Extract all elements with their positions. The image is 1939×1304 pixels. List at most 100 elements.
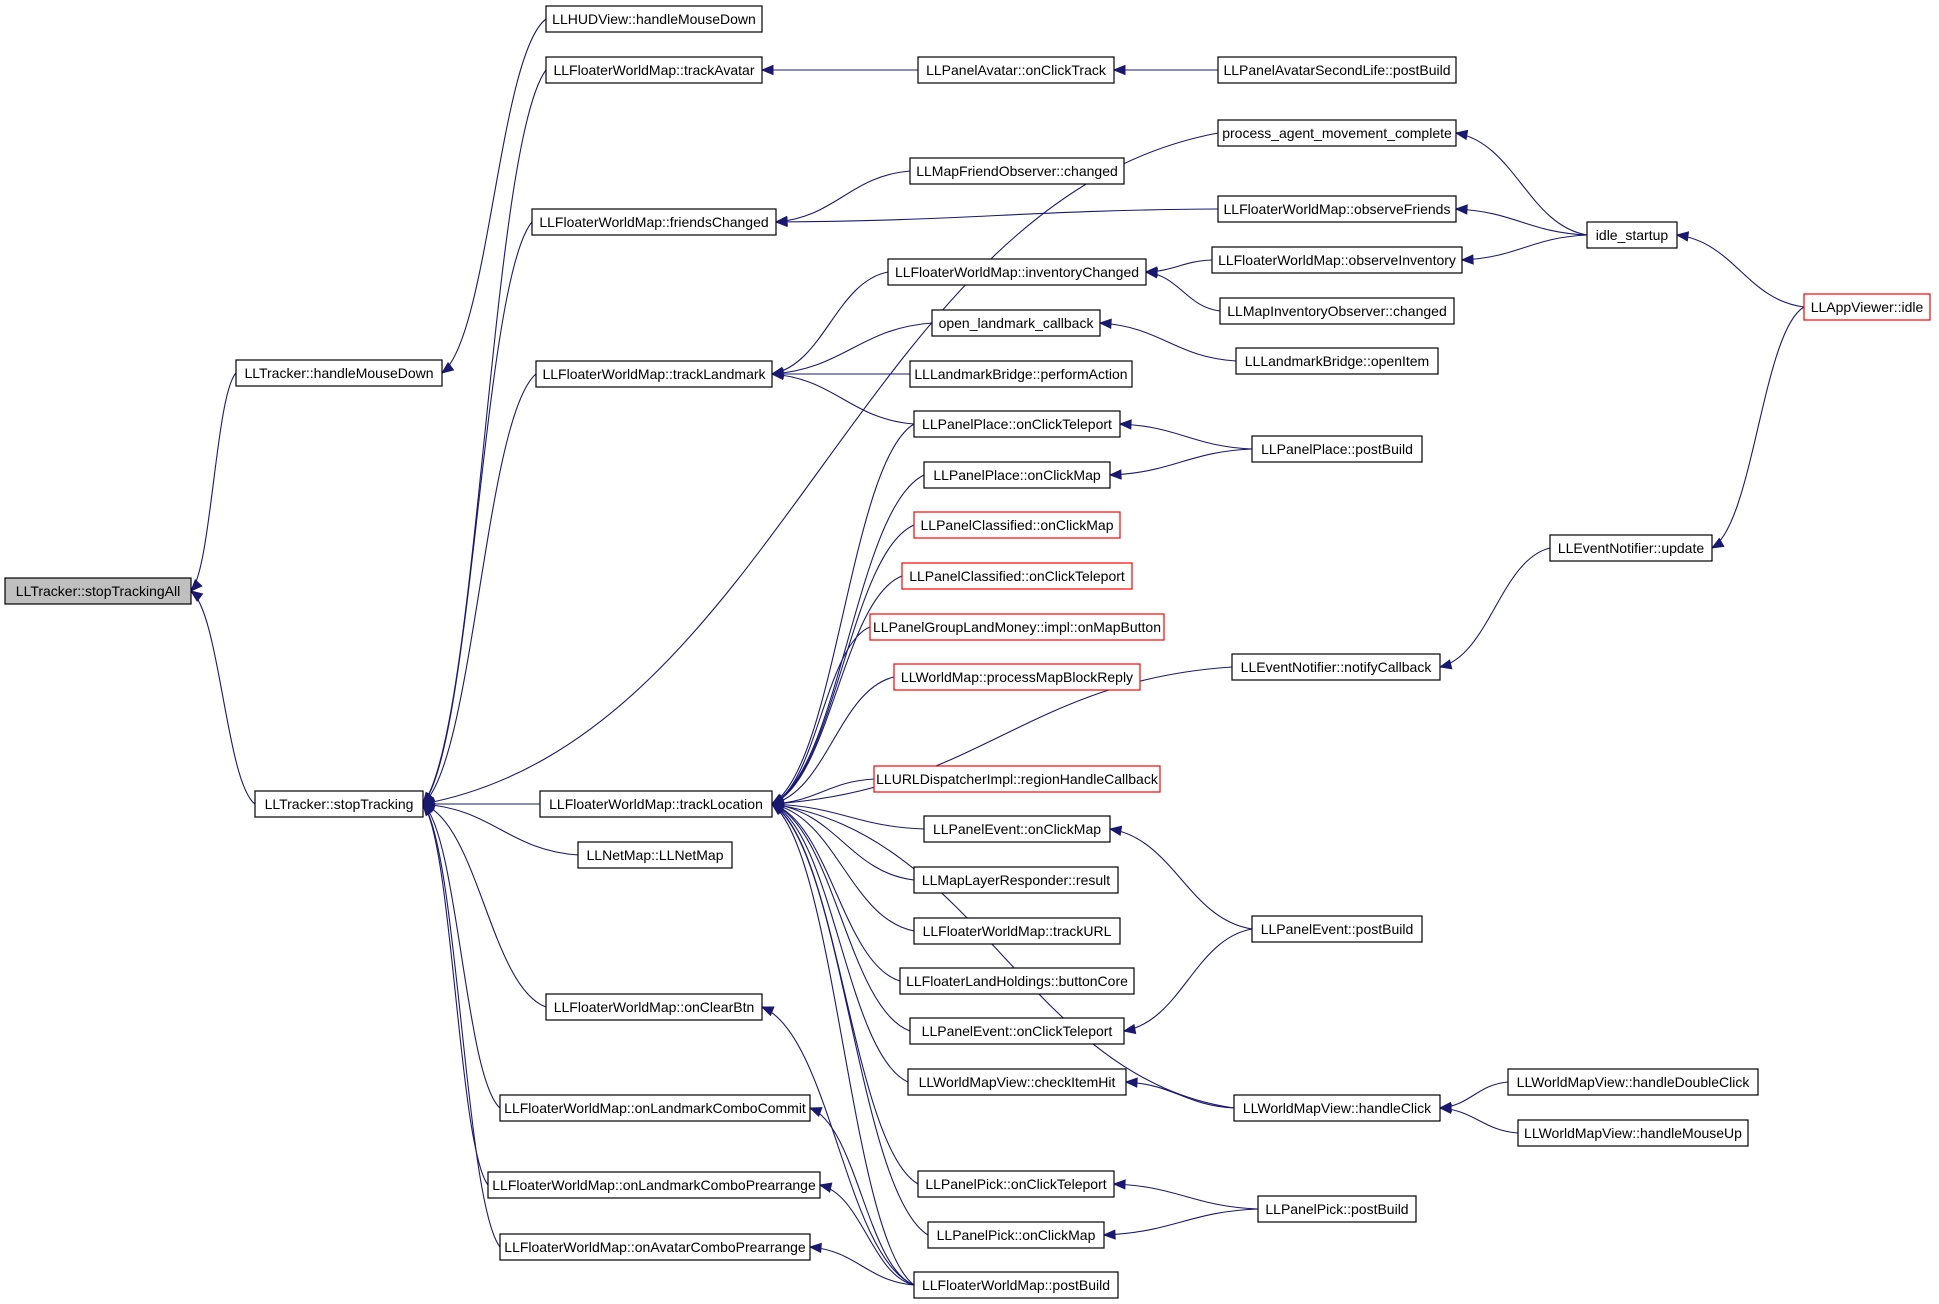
edge-fwm-observe-friends-to-fwm-friends-changed: [775, 208, 1219, 223]
node-world-map-process[interactable]: LLWorldMap::processMapBlockReply: [893, 663, 1141, 691]
edge-hud-handle-mouse-down-to-handle-mouse-down-t: [441, 18, 547, 374]
node-net-map[interactable]: LLNetMap::LLNetMap: [577, 841, 733, 869]
arrowhead-icon: [818, 1182, 833, 1193]
node-idle-startup[interactable]: idle_startup: [1586, 221, 1678, 249]
node-panel-event-map[interactable]: LLPanelEvent::onClickMap: [923, 815, 1111, 843]
edge-fwm-inventory-changed-to-fwm-track-landmark: [771, 271, 889, 375]
node-box: [235, 359, 443, 387]
node-label: LLTracker::handleMouseDown: [244, 365, 433, 381]
node-box: [931, 309, 1101, 337]
arrowhead-icon: [1710, 537, 1725, 549]
node-box: [577, 841, 733, 869]
node-fwm-landmark-commit[interactable]: LLFloaterWorldMap::onLandmarkComboCommit: [499, 1094, 811, 1122]
node-landmark-bridge-open[interactable]: LLLandmarkBridge::openItem: [1235, 347, 1439, 375]
node-land-holdings-button[interactable]: LLFloaterLandHoldings::buttonCore: [899, 967, 1135, 995]
node-landmark-bridge-perform[interactable]: LLLandmarkBridge::performAction: [909, 360, 1133, 388]
node-panel-pick-post-build[interactable]: LLPanelPick::postBuild: [1257, 1195, 1417, 1223]
edge-app-viewer-idle-to-idle-startup: [1676, 234, 1805, 308]
edge-map-inv-obs-changed-to-fwm-inventory-changed: [1145, 271, 1221, 312]
node-box: [899, 967, 1135, 995]
node-box: [499, 1233, 811, 1261]
arrowhead-icon: [1122, 1023, 1137, 1035]
edge-fwm-track-avatar-to-stop-tracking: [422, 69, 547, 805]
node-panel-classified-teleport[interactable]: LLPanelClassified::onClickTeleport: [901, 562, 1133, 590]
node-fwm-post-build[interactable]: LLFloaterWorldMap::postBuild: [913, 1271, 1119, 1299]
node-box: [487, 1171, 821, 1199]
edge-panel-group-land-money-to-fwm-track-location: [771, 626, 871, 805]
node-box: [913, 410, 1121, 438]
node-label: LLLandmarkBridge::performAction: [914, 366, 1127, 382]
node-panel-pick-teleport[interactable]: LLPanelPick::onClickTeleport: [917, 1170, 1115, 1198]
node-box: [1549, 534, 1713, 562]
node-box: [1257, 1195, 1417, 1223]
node-open-landmark-callback[interactable]: open_landmark_callback: [931, 309, 1101, 337]
node-hud-handle-mouse-down[interactable]: LLHUDView::handleMouseDown: [545, 5, 763, 33]
node-wmv-mouse-up[interactable]: LLWorldMapView::handleMouseUp: [1517, 1119, 1749, 1147]
node-fwm-track-url[interactable]: LLFloaterWorldMap::trackURL: [913, 917, 1121, 945]
node-fwm-landmark-prearrange[interactable]: LLFloaterWorldMap::onLandmarkComboPrearr…: [487, 1171, 821, 1199]
node-map-inv-obs-changed[interactable]: LLMapInventoryObserver::changed: [1219, 297, 1455, 325]
node-map-friend-obs-changed[interactable]: LLMapFriendObserver::changed: [909, 157, 1125, 185]
node-app-viewer-idle[interactable]: LLAppViewer::idle: [1803, 293, 1931, 321]
node-panel-group-land-money[interactable]: LLPanelGroupLandMoney::impl::onMapButton: [869, 613, 1165, 641]
node-fwm-friends-changed[interactable]: LLFloaterWorldMap::friendsChanged: [531, 208, 777, 236]
arrowhead-icon: [190, 579, 203, 592]
node-event-notifier-callback[interactable]: LLEventNotifier::notifyCallback: [1231, 653, 1441, 681]
node-label: LLFloaterWorldMap::trackAvatar: [553, 62, 754, 78]
node-panel-avatar-slpost-build[interactable]: LLPanelAvatarSecondLife::postBuild: [1217, 56, 1457, 84]
node-panel-event-teleport[interactable]: LLPanelEvent::onClickTeleport: [909, 1017, 1125, 1045]
node-fwm-observe-friends[interactable]: LLFloaterWorldMap::observeFriends: [1217, 195, 1457, 223]
edge-panel-pick-post-build-to-panel-pick-teleport: [1113, 1183, 1259, 1210]
arrowhead-icon: [808, 1107, 823, 1117]
node-handle-mouse-down-t[interactable]: LLTracker::handleMouseDown: [235, 359, 443, 387]
node-label: LLPanelAvatar::onClickTrack: [926, 62, 1107, 78]
edge-panel-place-post-build-to-panel-place-map: [1109, 448, 1253, 476]
node-event-notifier-update[interactable]: LLEventNotifier::update: [1549, 534, 1713, 562]
node-url-dispatcher[interactable]: LLURLDispatcherImpl::regionHandleCallbac…: [873, 765, 1161, 793]
node-panel-place-map[interactable]: LLPanelPlace::onClickMap: [923, 461, 1111, 489]
edge-event-notifier-callback-to-fwm-track-location: [771, 666, 1233, 805]
node-fwm-track-landmark[interactable]: LLFloaterWorldMap::trackLandmark: [535, 360, 773, 388]
arrowhead-icon: [808, 1242, 822, 1254]
node-panel-place-teleport[interactable]: LLPanelPlace::onClickTeleport: [913, 410, 1121, 438]
node-panel-place-post-build[interactable]: LLPanelPlace::postBuild: [1251, 435, 1423, 463]
node-label: LLAppViewer::idle: [1811, 299, 1924, 315]
node-label: LLPanelPick::onClickTeleport: [925, 1176, 1106, 1192]
node-panel-event-post-build[interactable]: LLPanelEvent::postBuild: [1251, 915, 1423, 943]
node-box: [1235, 347, 1439, 375]
node-fwm-on-clear-btn[interactable]: LLFloaterWorldMap::onClearBtn: [545, 993, 763, 1021]
node-box: [909, 1017, 1125, 1045]
node-process-agent-movement[interactable]: process_agent_movement_complete: [1217, 119, 1457, 147]
node-box: [923, 815, 1111, 843]
node-fwm-inventory-changed[interactable]: LLFloaterWorldMap::inventoryChanged: [887, 258, 1147, 286]
node-fwm-track-location[interactable]: LLFloaterWorldMap::trackLocation: [539, 790, 773, 818]
node-box: [901, 562, 1133, 590]
node-box: [531, 208, 777, 236]
node-fwm-track-avatar[interactable]: LLFloaterWorldMap::trackAvatar: [545, 56, 763, 84]
edge-fwm-landmark-commit-to-stop-tracking: [422, 803, 501, 1109]
node-label: LLPanelClassified::onClickMap: [921, 517, 1114, 533]
node-box: [913, 1271, 1119, 1299]
node-stop-tracking[interactable]: LLTracker::stopTracking: [254, 790, 424, 818]
node-panel-classified-map[interactable]: LLPanelClassified::onClickMap: [913, 511, 1121, 539]
edge-panel-place-teleport-to-fwm-track-landmark: [771, 373, 915, 425]
arrowhead-icon: [1108, 469, 1122, 480]
node-label: LLMapFriendObserver::changed: [916, 163, 1118, 179]
edge-open-landmark-callback-to-fwm-track-landmark: [771, 322, 933, 375]
node-box: [907, 1068, 1127, 1096]
node-wmv-handle-click[interactable]: LLWorldMapView::handleClick: [1233, 1094, 1441, 1122]
edge-panel-classified-map-to-fwm-track-location: [771, 524, 915, 805]
node-map-layer-result[interactable]: LLMapLayerResponder::result: [913, 866, 1119, 894]
edge-wmv-handle-click-to-fwm-track-location: [771, 803, 1235, 1109]
node-wmv-double-click[interactable]: LLWorldMapView::handleDoubleClick: [1507, 1068, 1759, 1096]
node-fwm-avatar-prearrange[interactable]: LLFloaterWorldMap::onAvatarComboPrearran…: [499, 1233, 811, 1261]
node-wmv-check-item-hit[interactable]: LLWorldMapView::checkItemHit: [907, 1068, 1127, 1096]
node-box: [893, 663, 1141, 691]
node-stop-tracking-all[interactable]: LLTracker::stopTrackingAll: [4, 577, 192, 605]
arrowhead-icon: [1460, 254, 1474, 265]
arrowhead-icon: [760, 64, 774, 76]
node-fwm-observe-inventory[interactable]: LLFloaterWorldMap::observeInventory: [1211, 246, 1463, 274]
node-panel-avatar-on-click-track[interactable]: LLPanelAvatar::onClickTrack: [917, 56, 1115, 84]
node-panel-pick-map[interactable]: LLPanelPick::onClickMap: [927, 1221, 1105, 1249]
node-label: open_landmark_callback: [939, 315, 1095, 331]
